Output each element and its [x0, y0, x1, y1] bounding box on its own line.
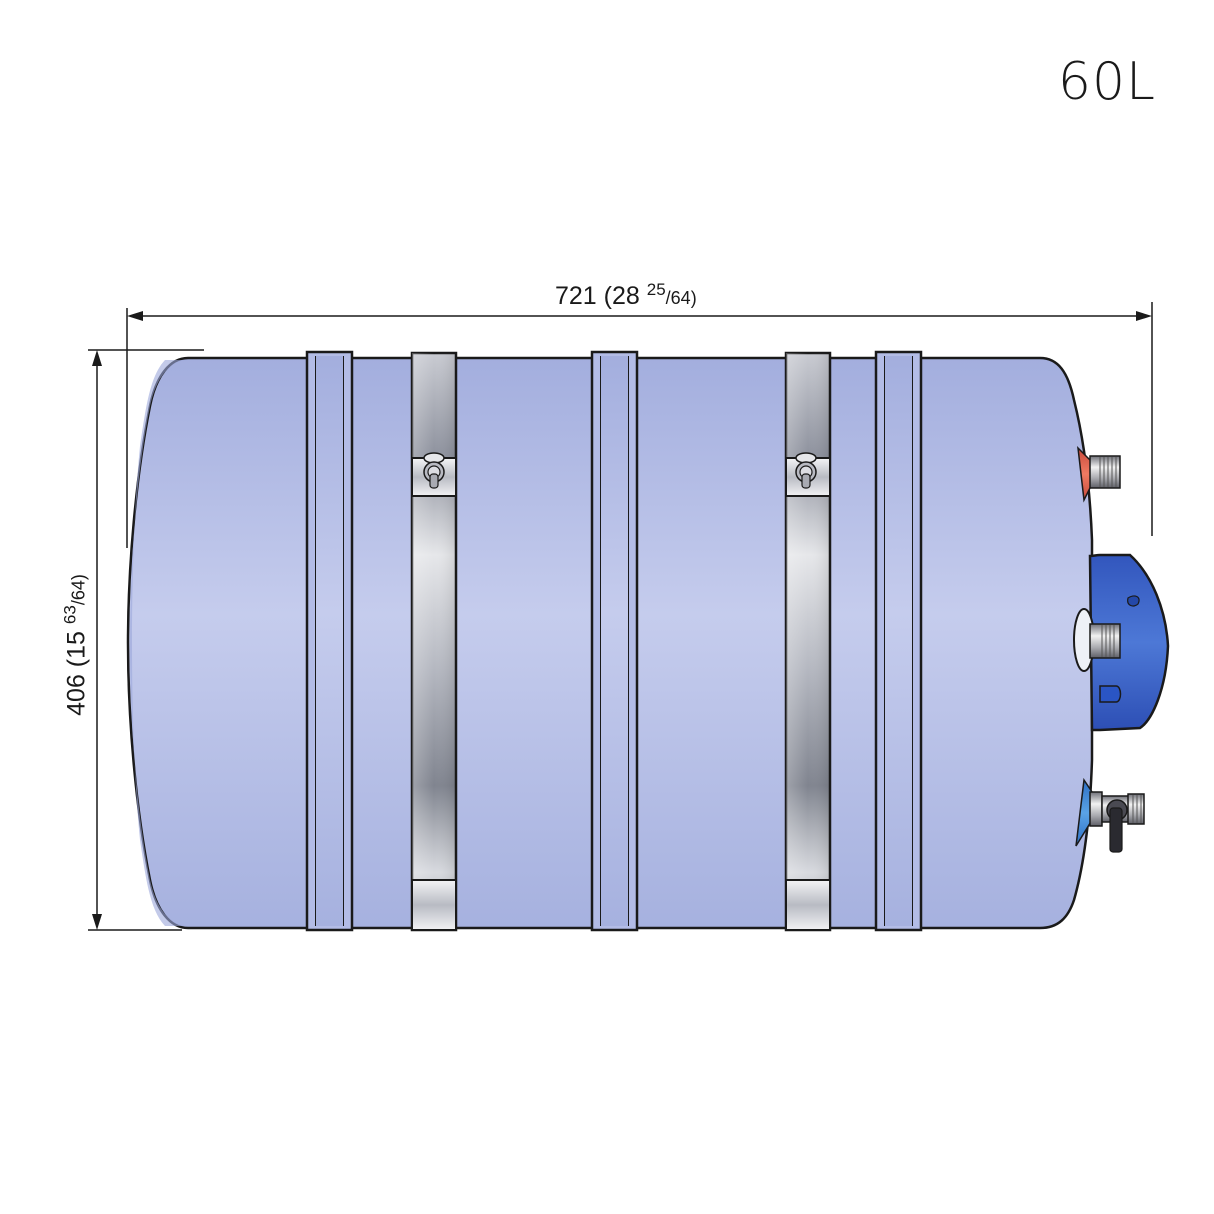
heating-element-cover: [1073, 553, 1170, 732]
indicator-icon: [1127, 595, 1140, 607]
mounting-strap-right: [784, 351, 832, 932]
mounting-strap-left: [410, 351, 458, 932]
rib-2: [590, 350, 639, 932]
height-dimension: [88, 349, 204, 931]
cold-water-inlet-valve: [1075, 777, 1145, 853]
rib-1: [305, 350, 354, 932]
width-fraction-denominator: /64): [665, 288, 697, 308]
tank-ribs: [305, 350, 923, 932]
width-fraction-numerator: 25: [646, 280, 666, 299]
valve-handle-icon: [1106, 799, 1128, 853]
arrow-left-icon: [127, 311, 143, 321]
arrow-right-icon: [1136, 311, 1152, 321]
width-prefix: 721 (28: [555, 282, 647, 310]
rib-3: [874, 350, 923, 932]
bolt-icon: [795, 461, 817, 489]
width-dimension: [126, 302, 1153, 548]
hot-water-outlet: [1077, 445, 1121, 503]
capacity-label: 60L: [1057, 52, 1156, 112]
width-dimension-label: 721 (28 25/64): [555, 280, 697, 311]
arrow-down-icon: [92, 914, 102, 930]
bolt-icon: [423, 461, 445, 489]
arrow-up-icon: [92, 350, 102, 366]
